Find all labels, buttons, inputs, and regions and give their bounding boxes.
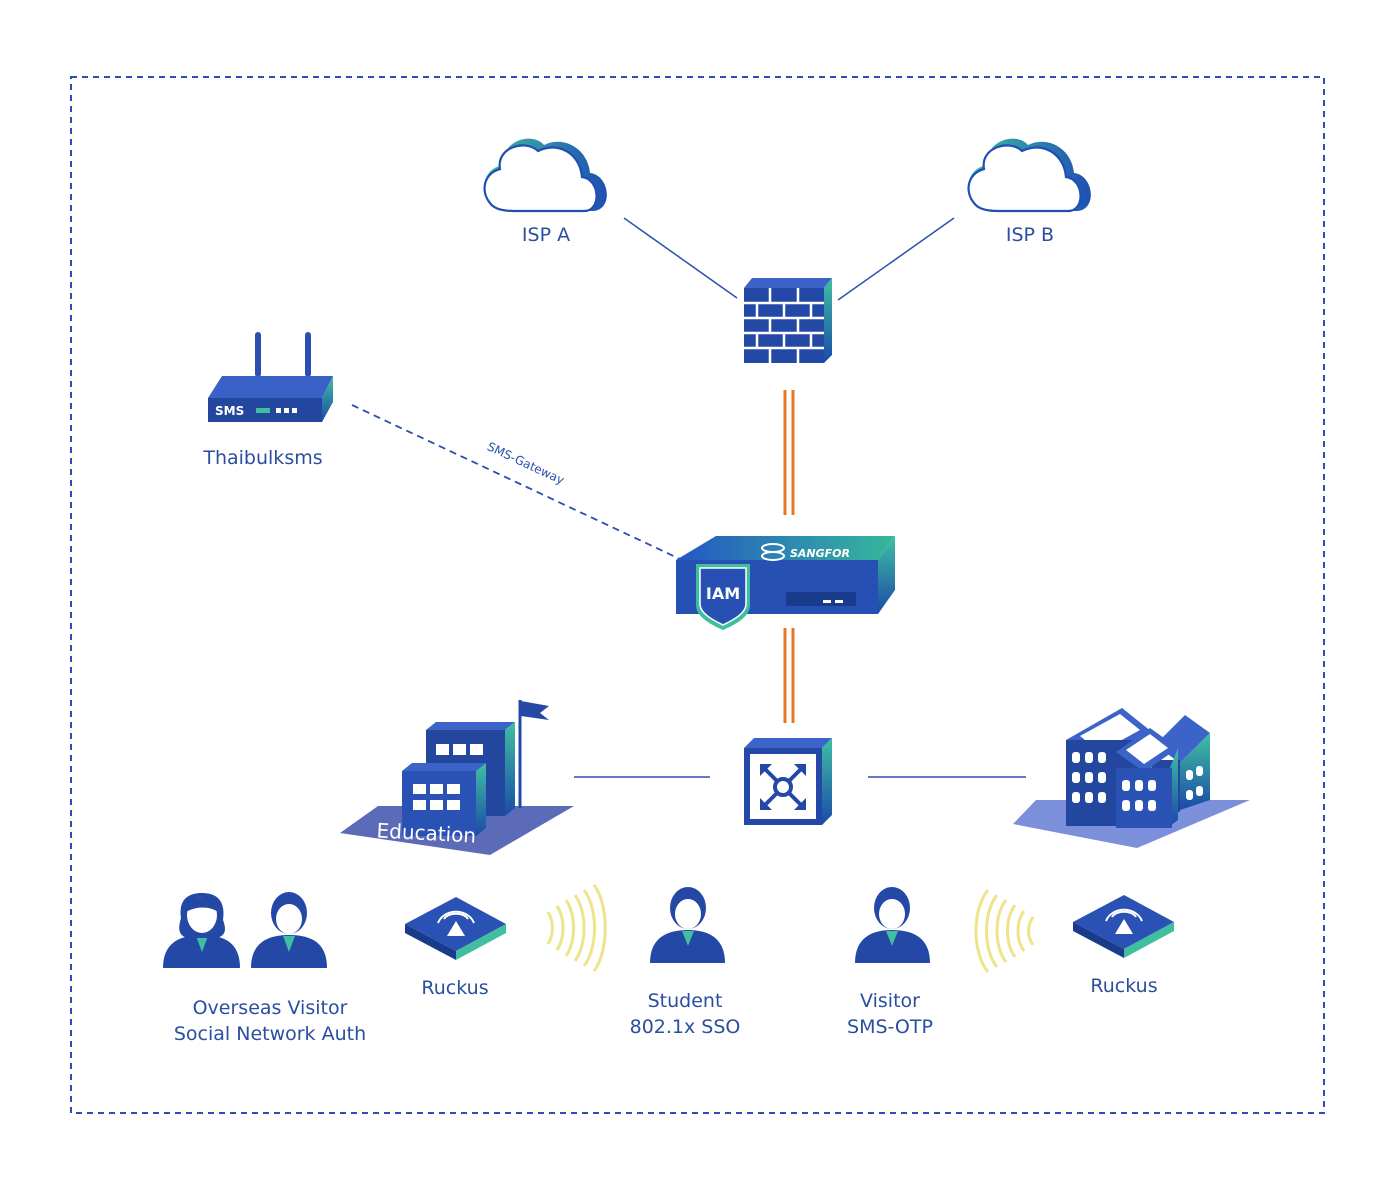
iam-badge-text: IAM xyxy=(706,584,740,603)
link-isp-a-firewall xyxy=(623,217,738,299)
link-isp-b-firewall xyxy=(837,217,955,301)
access-point-icon xyxy=(405,897,506,960)
user-icon xyxy=(650,887,725,963)
access-point-icon xyxy=(1073,895,1174,958)
link-sms-gateway-iam xyxy=(351,404,683,561)
trunk-firewall-iam xyxy=(783,390,795,515)
appliance-brand: SANGFOR xyxy=(790,547,850,560)
overseas-visitor-line2: Social Network Auth xyxy=(173,1023,367,1045)
appliance-icon: SANGFOR IAM xyxy=(676,536,895,630)
network-boundary xyxy=(70,76,1325,1114)
visitor-line2: SMS-OTP xyxy=(847,1016,933,1038)
male-user-icon xyxy=(251,892,327,968)
visitor-line1: Visitor xyxy=(860,990,920,1012)
female-user-icon xyxy=(163,893,240,968)
sms-gateway-link-label: SMS-Gateway xyxy=(485,439,566,487)
sangfor-logo-icon xyxy=(761,543,785,561)
education-label: Education xyxy=(376,818,477,847)
switch-icon xyxy=(744,738,832,825)
student-line1: Student xyxy=(647,990,723,1012)
dormitory-building-icon xyxy=(1013,708,1250,848)
school-building-icon: Education xyxy=(340,700,574,855)
student-label: Student 802.1x SSO xyxy=(615,988,755,1040)
trunk-iam-switch xyxy=(783,628,795,723)
visitor-label: Visitor SMS-OTP xyxy=(820,988,960,1040)
overseas-visitor-line1: Overseas Visitor xyxy=(192,997,348,1019)
cloud-icon xyxy=(483,138,607,213)
user-pair-icon xyxy=(163,892,327,968)
firewall-icon xyxy=(744,278,832,363)
sms-gateway-label: Thaibulksms xyxy=(203,447,323,469)
ruckus-left-label: Ruckus xyxy=(421,977,489,999)
isp-b-label: ISP B xyxy=(1005,224,1055,246)
wifi-signal-icon xyxy=(546,884,607,972)
wifi-signal-icon xyxy=(974,889,1035,973)
student-line2: 802.1x SSO xyxy=(629,1016,741,1038)
router-sms-text: SMS xyxy=(215,404,244,418)
cloud-icon xyxy=(967,138,1091,213)
user-icon xyxy=(855,887,930,963)
isp-a-label: ISP A xyxy=(521,224,571,246)
overseas-visitor-label: Overseas Visitor Social Network Auth xyxy=(155,995,385,1047)
router-icon: SMS xyxy=(208,332,333,422)
ruckus-right-label: Ruckus xyxy=(1090,975,1158,997)
